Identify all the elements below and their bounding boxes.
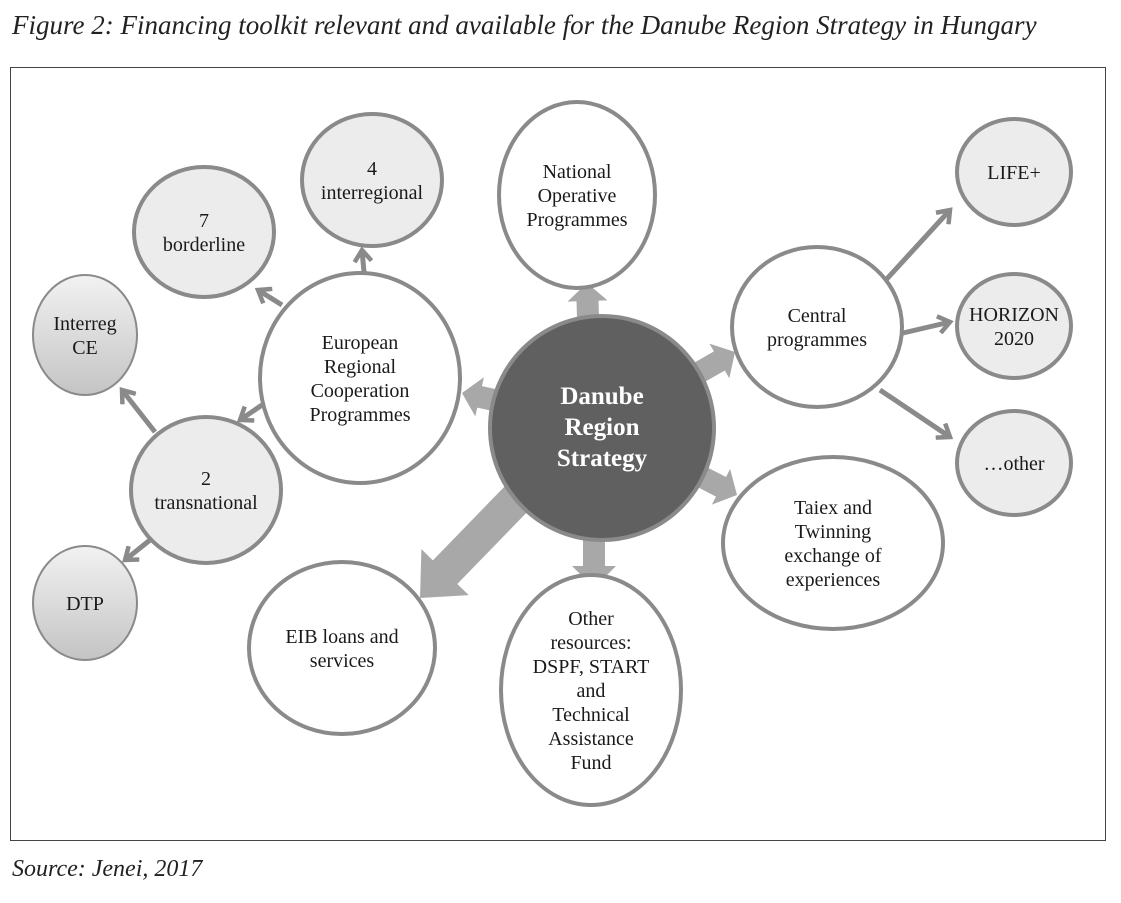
node-label-line: exchange of <box>784 545 882 567</box>
node-label-line: …other <box>983 453 1044 475</box>
node-label-line: Twinning <box>795 521 871 543</box>
node-label-line: LIFE+ <box>987 162 1041 184</box>
node-label-line: 7 <box>199 210 209 232</box>
node-label-line: Strategy <box>557 445 648 472</box>
node-label-line: Programmes <box>526 209 627 231</box>
node-label-line: transnational <box>154 492 258 514</box>
node-life: LIFE+ <box>955 117 1073 227</box>
node-circle <box>488 314 716 542</box>
node-label-line: DTP <box>66 593 104 615</box>
node-label-line: experiences <box>786 569 881 591</box>
figure-source: Source: Jenei, 2017 <box>12 856 203 882</box>
node-label-line: EIB loans and <box>285 626 398 648</box>
arrow-to-borderline <box>258 290 284 308</box>
node-label-line: resources: <box>550 632 631 654</box>
node-label-line: Operative <box>538 185 617 207</box>
node-label-line: and <box>577 680 606 702</box>
node-label-line: CE <box>72 337 98 359</box>
arrow-to-other <box>878 387 950 437</box>
node-dtp: DTP <box>32 545 138 661</box>
node-label-line: 2 <box>201 468 211 490</box>
node-other: …other <box>955 409 1073 517</box>
node-label-line: borderline <box>163 234 245 256</box>
node-label-line: Central <box>788 305 847 327</box>
arrow-to-central <box>694 343 735 382</box>
arrow-to-dtp <box>125 538 152 560</box>
node-circle <box>32 545 138 661</box>
diagram-frame <box>10 67 1106 841</box>
arrow-to-interreg-ce <box>122 390 157 434</box>
node-label-line: Fund <box>570 752 611 774</box>
node-label-line: interregional <box>321 182 424 204</box>
node-label-line: Programmes <box>309 404 410 426</box>
node-label-line: Technical <box>552 704 630 726</box>
node-circle <box>955 272 1073 380</box>
node-label-line: National <box>543 161 612 183</box>
node-circle <box>499 573 683 807</box>
node-circle <box>258 271 462 485</box>
arrow-to-national <box>567 283 608 319</box>
node-label-line: programmes <box>767 329 867 351</box>
node-circle <box>497 100 657 290</box>
node-circle <box>730 245 904 409</box>
arrow-to-interregional <box>362 250 364 273</box>
node-label-line: Danube <box>560 383 643 410</box>
node-label-line: Assistance <box>548 728 634 750</box>
node-label-line: Taiex and <box>794 497 872 519</box>
arrow-to-horizon <box>902 322 950 336</box>
node-circle <box>247 560 437 736</box>
arrow-to-life <box>882 210 950 284</box>
node-label-line: services <box>310 650 375 672</box>
node-label-line: Interreg <box>53 313 116 335</box>
arrow-to-eib <box>420 483 533 598</box>
figure-title: Figure 2: Financing toolkit relevant and… <box>12 10 1037 40</box>
node-label-line: HORIZON <box>969 304 1059 326</box>
node-label-line: DSPF, START <box>533 656 650 678</box>
node-label-line: Region <box>565 414 640 441</box>
node-circle <box>32 274 138 396</box>
node-circle <box>955 117 1073 227</box>
node-label-line: Regional <box>324 356 397 378</box>
node-label-line: 2020 <box>994 328 1034 350</box>
node-circle <box>129 415 283 565</box>
node-circle <box>721 455 945 631</box>
node-label-line: Cooperation <box>311 380 410 402</box>
arrow-to-ercp <box>462 377 497 417</box>
node-circle <box>132 165 276 299</box>
node-circle <box>300 112 444 248</box>
node-label-line: European <box>322 332 399 354</box>
node-label-line: 4 <box>367 158 377 180</box>
node-label-line: Other <box>568 608 614 630</box>
arrow-to-transnational <box>240 402 264 420</box>
node-circle <box>955 409 1073 517</box>
